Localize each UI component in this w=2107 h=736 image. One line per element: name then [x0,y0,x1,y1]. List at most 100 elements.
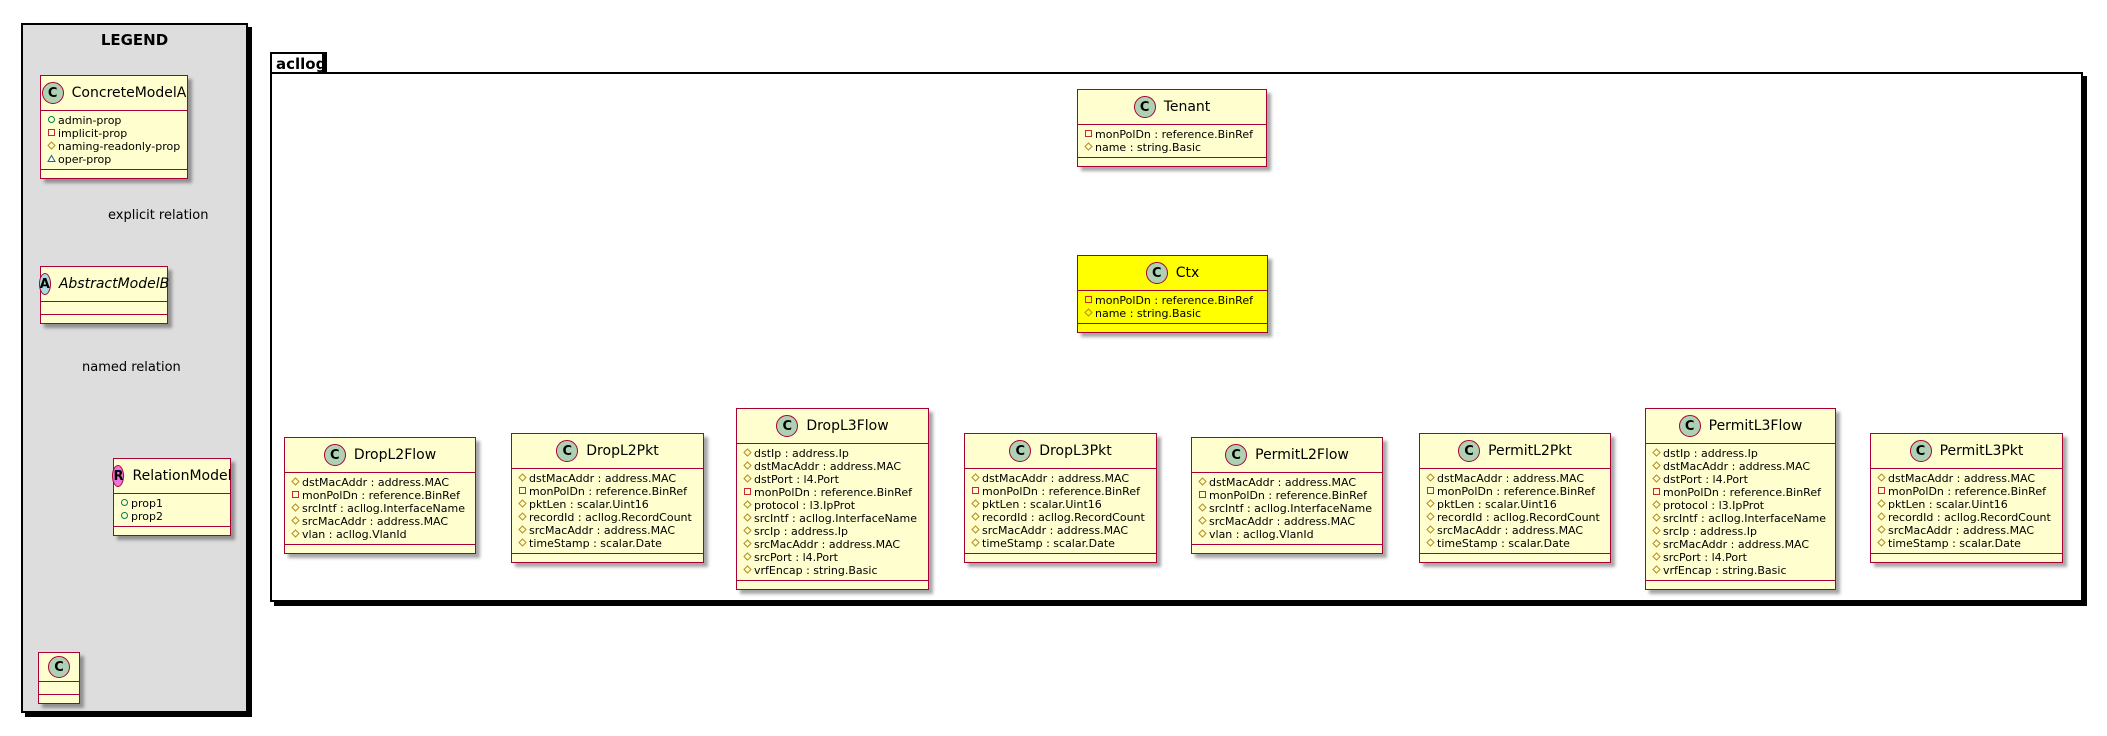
attribute-row: oper-prop [47,153,181,166]
attribute-row: pktLen : scalar.Uint16 [518,498,697,511]
attribute-text: monPolDn : reference.BinRef [754,486,912,499]
class-methods [285,545,475,553]
attribute-text: pktLen : scalar.Uint16 [1888,498,2008,511]
attribute-text: monPolDn : reference.BinRef [529,485,687,498]
c-class[interactable]: C [38,652,80,704]
attribute-text: monPolDn : reference.BinRef [302,489,460,502]
class-name: DropL3Flow [806,418,889,434]
visibility-icon [1652,538,1663,551]
attribute-text: admin-prop [58,114,122,127]
visibility-icon [743,499,754,512]
named-relation-label: named relation [82,360,181,375]
attribute-row: pktLen : scalar.Uint16 [1426,498,1604,511]
visibility-icon [1198,502,1209,515]
visibility-icon [1877,511,1888,524]
attribute-text: vrfEncap : string.Basic [754,564,878,577]
class-stereotype-icon: C [41,82,64,104]
visibility-icon [1652,460,1663,473]
visibility-icon [743,564,754,577]
visibility-icon [1652,564,1663,577]
class-header: C [39,653,79,682]
class-methods [41,315,167,323]
class-name: DropL3Pkt [1039,443,1112,459]
attribute-text: timeStamp : scalar.Date [529,537,662,550]
visibility-icon [1084,307,1095,320]
class-name: ConcreteModelA [71,85,187,101]
class-methods [512,554,703,562]
attribute-text: timeStamp : scalar.Date [1437,537,1570,550]
attribute-row: dstIp : address.Ip [743,447,922,460]
attribute-text: dstMacAddr : address.MAC [302,476,450,489]
attribute-row: dstMacAddr : address.MAC [518,472,697,485]
explicit-relation-label: explicit relation [108,208,209,223]
package-name: acllog [276,55,327,73]
visibility-icon [1652,512,1663,525]
class-name: DropL2Pkt [586,443,659,459]
attribute-text: monPolDn : reference.BinRef [1888,485,2046,498]
visibility-icon [971,472,982,485]
attribute-text: dstMacAddr : address.MAC [1663,460,1811,473]
visibility-icon [971,537,982,550]
attribute-text: dstIp : address.Ip [1663,447,1758,460]
visibility-icon [1877,524,1888,537]
class-name: PermitL3Flow [1708,418,1803,434]
attribute-text: monPolDn : reference.BinRef [982,485,1140,498]
visibility-icon [1426,524,1437,537]
visibility-icon [518,485,529,498]
visibility-icon [743,460,754,473]
class-methods [965,554,1156,562]
attribute-row: srcPort : l4.Port [743,551,922,564]
attribute-text: timeStamp : scalar.Date [982,537,1115,550]
attribute-row: dstPort : l4.Port [743,473,922,486]
visibility-icon [1877,485,1888,498]
attribute-row: srcIntf : acllog.InterfaceName [743,512,922,525]
attribute-text: dstMacAddr : address.MAC [529,472,677,485]
class-methods [1420,554,1610,562]
attribute-row: vrfEncap : string.Basic [1652,564,1829,577]
visibility-icon [1426,511,1437,524]
class-methods [1078,158,1266,166]
visibility-icon [120,497,131,510]
attribute-text: srcMacAddr : address.MAC [754,538,901,551]
attribute-text: dstIp : address.Ip [754,447,849,460]
attribute-text: recordId : acllog.RecordCount [982,511,1145,524]
attribute-row: name : string.Basic [1084,307,1261,320]
attribute-row: monPolDn : reference.BinRef [1426,485,1604,498]
attribute-row: vlan : acllog.VlanId [1198,528,1376,541]
attribute-row: timeStamp : scalar.Date [1426,537,1604,550]
visibility-icon [120,510,131,523]
attribute-row: vlan : acllog.VlanId [291,528,469,541]
attribute-row: name : string.Basic [1084,141,1260,154]
class-stereotype-icon: C [1678,415,1701,437]
attribute-row: dstMacAddr : address.MAC [743,460,922,473]
attribute-row: recordId : acllog.RecordCount [1877,511,2056,524]
visibility-icon [291,489,302,502]
class-methods [1646,581,1835,589]
class-name: AbstractModelB [58,276,170,292]
